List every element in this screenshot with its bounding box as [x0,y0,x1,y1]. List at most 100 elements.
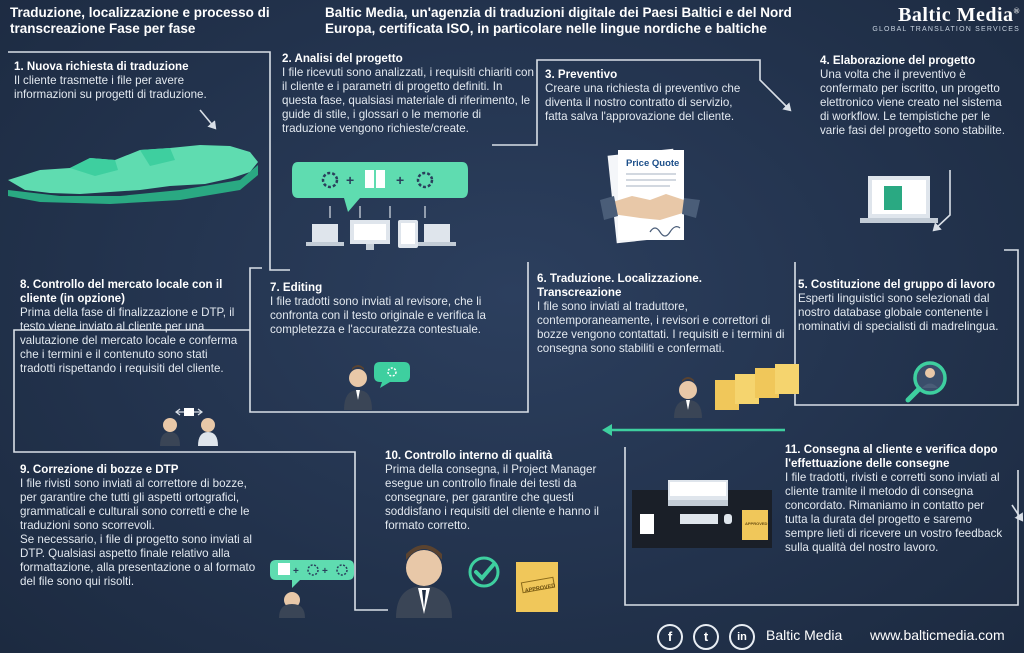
person-avatar [674,377,702,418]
mouse-icon [724,514,732,524]
workflow-laptop-illustration [860,176,938,223]
step-1-text: Il cliente trasmette i file per avere in… [14,74,207,101]
footer-brand: Baltic Media [766,627,843,643]
quality-check-illustration: APPROVED [396,545,558,618]
logo-tagline: GLOBAL TRANSLATION SERVICES [872,26,1020,33]
step-7: 7. Editing I file tradotti sono inviati … [270,281,510,337]
step-5: 5. Costituzione del gruppo di lavoro Esp… [798,278,1018,334]
laptop-icon-2 [418,224,456,246]
step-6-title: 6. Traduzione. Localizzazione. Transcrea… [537,272,702,299]
flow-line-10-11 [624,447,1019,606]
person-avatar-2 [198,418,218,446]
europe-map-illustration [8,145,258,204]
logo: Baltic Media® GLOBAL TRANSLATION SERVICE… [870,4,1020,33]
handshake-icon [606,194,690,220]
footer: f t in Baltic Media www.balticmedia.com [0,618,1024,653]
step-7-text: I file tradotti sono inviati al revisore… [270,295,486,336]
person-avatar [279,592,305,618]
notepad-icon [640,514,654,534]
step-10: 10. Controllo interno di qualità Prima d… [385,449,610,533]
step-8: 8. Controllo del mercato locale con il c… [20,278,242,376]
arrows-down [329,206,426,218]
step-8-title: 8. Controllo del mercato locale con il c… [20,278,223,305]
svg-text:+: + [346,172,354,188]
flow-lines [8,51,1024,611]
approved-stamp-2: APPROVED [745,521,768,526]
person-avatar [160,418,180,446]
step-9-text: I file rivisti sono inviati al correttor… [20,477,250,532]
step-4-text: Una volta che il preventivo è confermato… [820,68,1005,137]
step-11-text: I file tradotti, rivisti e corretti sono… [785,471,1003,554]
page-title-left: Traduzione, localizzazione e processo di… [10,5,270,36]
translator-illustration [674,364,799,418]
step-6-text: I file sono inviati al traduttore, conte… [537,300,785,355]
magnifier-icon [905,361,947,403]
flow-line-4-5 [932,170,951,232]
book-icon [278,563,290,575]
delivery-desk-illustration: APPROVED [632,480,772,548]
checkmark-icon [468,556,500,588]
step-9-text-2: Se necessario, i file di progetto sono i… [20,533,256,588]
step-1: 1. Nuova richiesta di traduzione Il clie… [14,60,224,102]
gear-icon [307,564,319,576]
step-9: 9. Correzione di bozze e DTP I file rivi… [20,463,260,589]
step-11-title: 11. Consegna al cliente e verifica dopo … [785,443,998,470]
approved-stamp: APPROVED [524,583,555,594]
editor-illustration [344,362,410,410]
step-9-title: 9. Correzione di bozze e DTP [20,463,179,476]
person-avatar [344,365,372,410]
approved-folder-icon: APPROVED [742,510,768,540]
page-title-main: Baltic Media, un'agenzia di traduzioni d… [325,5,792,36]
step-1-title: 1. Nuova richiesta di traduzione [14,60,189,73]
step-3-text: Creare una richiesta di preventivo che d… [545,82,741,123]
step-3: 3. Preventivo Creare una richiesta di pr… [545,68,750,124]
logo-name: Baltic Media® [870,4,1020,27]
gear-icon-2 [336,564,348,576]
step-6: 6. Traduzione. Localizzazione. Transcrea… [537,272,787,356]
client-check-illustration [160,408,218,446]
laptop-icon [306,224,344,246]
step-5-text: Esperti linguistici sono selezionati dal… [798,292,999,333]
flow-line-1-down [199,109,217,130]
flow-line-7-8 [13,329,388,611]
header: Traduzione, localizzazione e processo di… [0,0,1024,42]
linkedin-icon[interactable]: in [729,624,755,650]
gear-icon-2 [416,171,434,189]
flow-line-1-2 [8,51,290,271]
step-7-title: 7. Editing [270,281,323,294]
step-2: 2. Analisi del progetto I file ricevuti … [282,52,534,136]
step-2-title: 2. Analisi del progetto [282,52,403,65]
svg-text:+: + [396,172,404,188]
signature-icon [649,226,681,237]
tablet-icon [398,220,418,248]
twitter-icon[interactable]: t [693,624,719,650]
monitor-icon [668,480,728,506]
svg-text:+: + [293,566,299,577]
step-10-title: 10. Controllo interno di qualità [385,449,553,462]
manager-avatar [396,545,452,618]
step-5-title: 5. Costituzione del gruppo di lavoro [798,278,996,291]
gear-icon [387,367,397,377]
price-quote-illustration: Price Quote [600,148,700,244]
step-11: 11. Consegna al cliente e verifica dopo … [785,443,1005,555]
website-link[interactable]: www.balticmedia.com [870,627,1005,643]
logo-name-text: Baltic Media [898,4,1014,26]
exchange-arrows-icon [175,408,203,416]
svg-text:+: + [322,566,328,577]
step-4: 4. Elaborazione del progetto Una volta c… [820,54,1012,138]
keyboard-icon [680,514,718,524]
flow-line-11-end [1011,504,1024,522]
step-2-text: I file ricevuti sono analizzati, i requi… [282,66,534,135]
price-quote-label: Price Quote [626,158,679,169]
step-10-text: Prima della consegna, il Project Manager… [385,463,599,532]
step-3-title: 3. Preventivo [545,68,618,81]
approved-folder-icon: APPROVED [516,562,558,612]
flow-line-5 [794,249,1019,406]
flow-line-2-3 [492,59,792,146]
book-icon [365,170,385,188]
step-8-text: Prima della fase di finalizzazione e DTP… [20,306,238,375]
facebook-icon[interactable]: f [657,624,683,650]
step-4-title: 4. Elaborazione del progetto [820,54,976,67]
